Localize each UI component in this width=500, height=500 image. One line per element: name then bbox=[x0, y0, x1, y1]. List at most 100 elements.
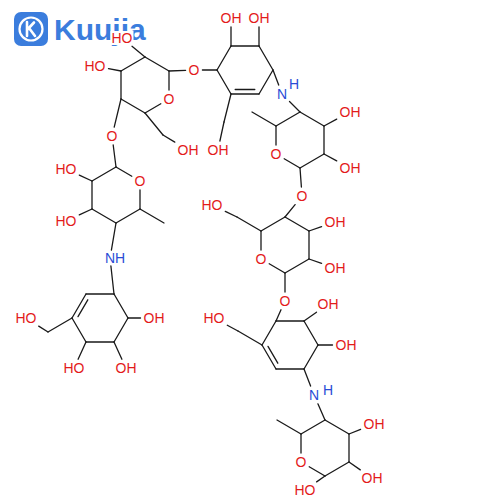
bond-line bbox=[324, 154, 337, 161]
bond-line bbox=[238, 331, 262, 345]
bond-line bbox=[202, 69, 217, 70]
bond-line bbox=[140, 209, 164, 223]
bond-line bbox=[273, 70, 279, 85]
atom-label: HO bbox=[111, 31, 134, 45]
bond-line bbox=[300, 434, 301, 453]
bond-line bbox=[111, 266, 114, 294]
atom-label: OH bbox=[339, 161, 362, 175]
bond-line bbox=[79, 209, 92, 215]
bond-line bbox=[227, 325, 238, 331]
bond-line bbox=[276, 310, 281, 321]
atom-label: O bbox=[106, 129, 119, 143]
bond-line bbox=[325, 420, 349, 434]
atom-label: HO bbox=[201, 198, 224, 212]
bond-line bbox=[132, 46, 145, 57]
bond-line bbox=[275, 126, 276, 145]
bond-line bbox=[91, 181, 92, 209]
bond-line bbox=[269, 264, 285, 273]
bond-line bbox=[231, 45, 259, 46]
bond-line bbox=[308, 231, 309, 259]
atom-label: O bbox=[270, 147, 283, 161]
bond-line bbox=[304, 321, 318, 345]
atom-label: HO bbox=[203, 311, 226, 325]
atom-label: OH bbox=[324, 215, 347, 229]
bond-line bbox=[109, 69, 122, 71]
bond-line bbox=[309, 259, 322, 263]
bond-line bbox=[113, 145, 116, 167]
bond-line bbox=[349, 429, 361, 434]
atom-label: OH bbox=[248, 11, 271, 25]
bond-line bbox=[284, 273, 285, 292]
atom-label: HO bbox=[63, 361, 86, 375]
bond-line bbox=[114, 99, 121, 127]
bond-line bbox=[168, 71, 169, 90]
atom-label: HO bbox=[294, 483, 317, 497]
bond-line bbox=[145, 57, 169, 71]
atom-label: OH bbox=[143, 311, 166, 325]
bond-line bbox=[324, 119, 337, 126]
bond-line bbox=[120, 71, 121, 99]
bond-line bbox=[78, 342, 86, 359]
atom-label: O bbox=[279, 294, 292, 308]
bond-line bbox=[217, 46, 231, 70]
bond-line bbox=[121, 57, 145, 71]
bond-line bbox=[114, 318, 128, 342]
bond-line bbox=[309, 467, 325, 476]
bond-line bbox=[116, 209, 140, 223]
bond-line bbox=[309, 227, 322, 231]
bond-line bbox=[285, 217, 309, 231]
bond-line bbox=[349, 462, 360, 470]
brand-logo bbox=[0, 0, 60, 60]
double-bond-line bbox=[78, 300, 88, 317]
atom-label: OH bbox=[363, 417, 386, 431]
atom-label: H bbox=[322, 383, 334, 397]
bond-line bbox=[220, 122, 224, 141]
bond-line bbox=[79, 175, 92, 181]
bond-line bbox=[284, 159, 300, 168]
atom-label: OH bbox=[361, 471, 384, 485]
bond-line bbox=[300, 154, 324, 168]
bond-line bbox=[285, 205, 295, 217]
bond-line bbox=[163, 135, 175, 142]
bond-line bbox=[258, 27, 259, 46]
bond-line bbox=[260, 231, 261, 250]
atom-label: O bbox=[188, 63, 201, 77]
bond-line bbox=[128, 317, 141, 318]
atom-label: OH bbox=[317, 297, 340, 311]
bond-line bbox=[259, 70, 273, 94]
bond-line bbox=[116, 167, 132, 176]
bond-line bbox=[348, 434, 349, 462]
bond-line bbox=[259, 46, 273, 70]
bond-line bbox=[304, 345, 318, 369]
atom-label: OH bbox=[220, 11, 243, 25]
bond-line bbox=[318, 344, 333, 345]
bond-line bbox=[323, 126, 324, 154]
bond-line bbox=[300, 112, 324, 126]
bond-line bbox=[231, 93, 259, 94]
bond-line bbox=[145, 104, 161, 113]
bond-line bbox=[121, 99, 145, 113]
atom-label: HO bbox=[55, 214, 78, 228]
bond-line bbox=[325, 462, 349, 476]
bond-line bbox=[285, 259, 309, 273]
atom-label: OH bbox=[324, 261, 347, 275]
atom-label: HO bbox=[55, 162, 78, 176]
bond-line bbox=[262, 321, 276, 345]
bond-line bbox=[276, 112, 300, 126]
logo-ring bbox=[20, 18, 43, 41]
bond-line bbox=[217, 70, 231, 94]
bond-line bbox=[304, 369, 311, 386]
bond-line bbox=[92, 167, 116, 181]
bond-line bbox=[301, 420, 325, 434]
bond-line bbox=[276, 368, 304, 369]
bond-line bbox=[114, 342, 122, 359]
atom-label: OH bbox=[339, 105, 362, 119]
bond-line bbox=[72, 318, 86, 342]
bond-line bbox=[300, 168, 301, 187]
double-bond-line bbox=[235, 89, 255, 90]
atom-label: HO bbox=[84, 59, 107, 73]
atom-label: NH bbox=[104, 251, 126, 265]
bond-line bbox=[276, 320, 304, 321]
